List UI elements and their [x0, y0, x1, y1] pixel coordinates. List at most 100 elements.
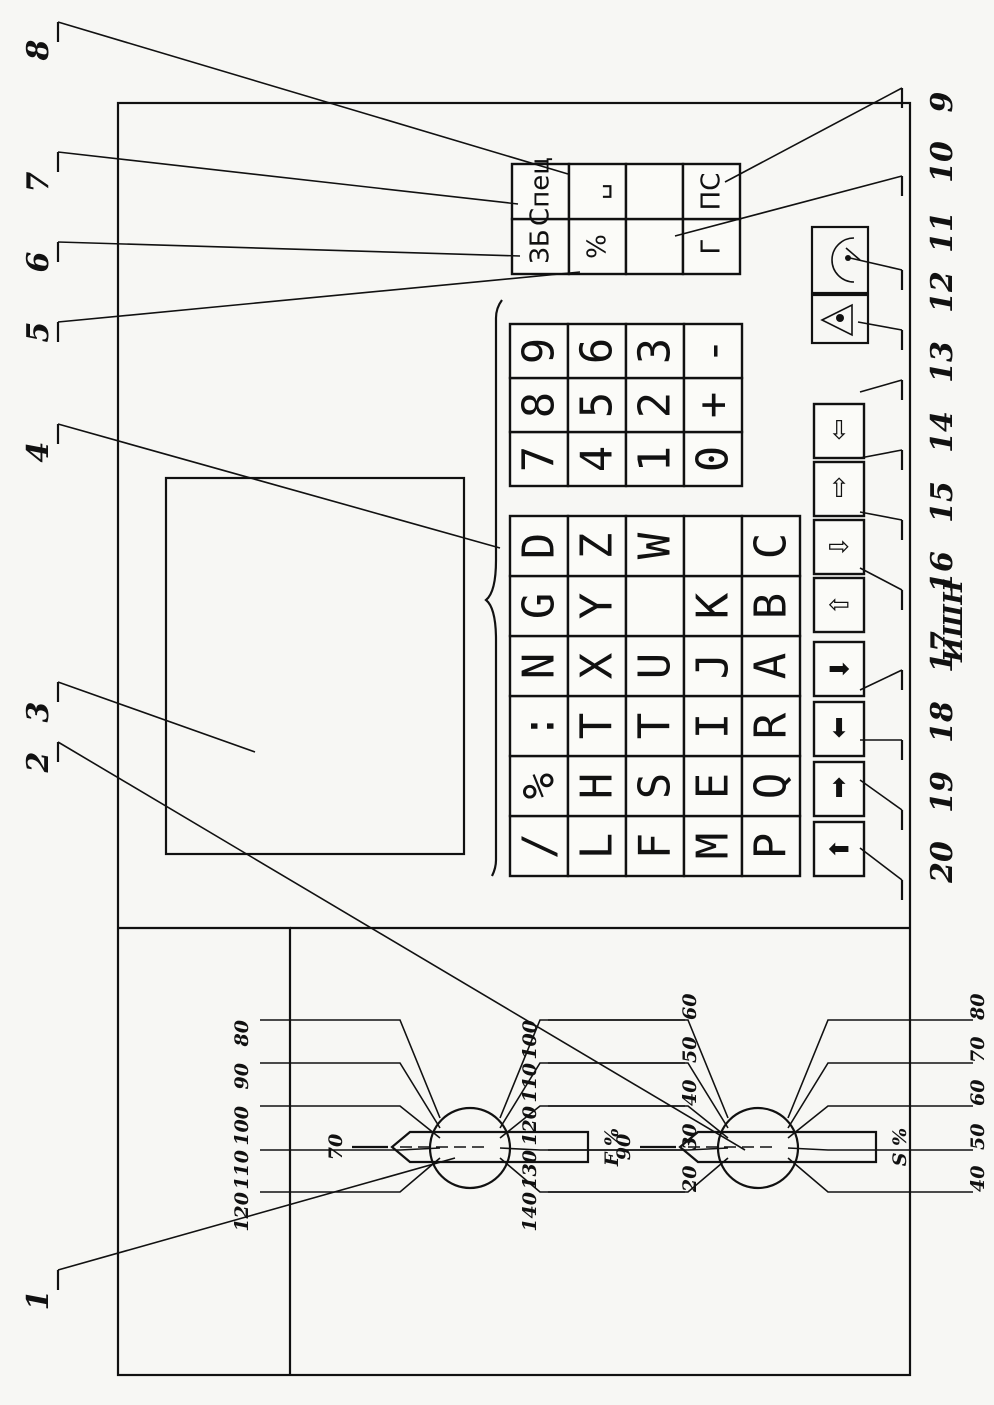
key[interactable] — [508, 814, 570, 878]
key-label: F — [630, 833, 681, 860]
arrow-icon: ⇩ — [828, 416, 850, 446]
dial-upper-value: 120 — [519, 1106, 541, 1146]
arrow-key[interactable] — [812, 820, 866, 878]
key[interactable] — [740, 754, 802, 818]
callout-leader — [57, 741, 746, 1151]
arrow-key[interactable] — [812, 640, 866, 698]
arrow-key[interactable] — [812, 700, 866, 758]
key[interactable] — [510, 217, 571, 276]
arrow-icon: ⬆ — [828, 774, 850, 804]
callout-number: 10 — [925, 141, 960, 183]
key[interactable] — [682, 430, 744, 488]
key-label: 2 — [630, 392, 681, 419]
key[interactable] — [508, 430, 570, 488]
dial-upper-value: 130 — [519, 1150, 541, 1190]
dial-lower-value: 50 — [967, 1124, 989, 1150]
dial-label: S % — [889, 1128, 911, 1166]
dial-upper-value: 120 — [231, 1192, 253, 1232]
key-label: % — [514, 773, 565, 800]
callout-number: 5 — [21, 322, 56, 343]
key-label: D — [514, 533, 565, 560]
arrow-key[interactable] — [812, 460, 866, 518]
dial-upper-value: 100 — [519, 1020, 541, 1060]
callout-leader — [859, 567, 903, 591]
key-label: 3 — [630, 338, 681, 365]
arrow-key[interactable] — [812, 576, 866, 634]
key[interactable] — [624, 694, 686, 758]
key[interactable] — [624, 754, 686, 818]
key-label: Y — [572, 593, 623, 620]
arrow-key[interactable] — [812, 518, 866, 576]
dial-lower-value: 70 — [967, 1037, 989, 1063]
arrow-key[interactable] — [812, 760, 866, 818]
dial-upper-value: 110 — [519, 1063, 541, 1103]
key-label: S — [630, 773, 681, 800]
key[interactable] — [682, 814, 744, 878]
key-label: 6 — [572, 338, 623, 365]
key-label: Г — [697, 239, 727, 255]
callout-number: 9 — [925, 91, 960, 112]
arrow-key[interactable] — [812, 402, 866, 460]
key[interactable] — [624, 322, 686, 380]
key-label: Q — [746, 773, 797, 800]
key[interactable] — [682, 322, 744, 380]
callout-number: 17 — [925, 631, 960, 673]
callout-number: 14 — [925, 411, 960, 453]
callout-number: 16 — [925, 551, 960, 593]
callout-number: 6 — [21, 251, 56, 272]
key-label: : — [514, 713, 565, 740]
callout-leader — [849, 257, 903, 271]
key[interactable] — [740, 694, 802, 758]
key[interactable] — [682, 514, 744, 578]
key-label: T — [630, 713, 681, 740]
arrow-icon: ⬅ — [828, 834, 850, 864]
display-screen — [164, 476, 466, 856]
panel-outline — [116, 101, 912, 1377]
callout-leader — [57, 241, 521, 257]
key[interactable] — [740, 514, 802, 578]
callout-number: 7 — [21, 171, 56, 192]
key-label: T — [572, 713, 623, 740]
key-label: M — [688, 833, 739, 860]
dial-upper-value: 100 — [231, 1106, 253, 1146]
key[interactable] — [682, 574, 744, 638]
key[interactable] — [624, 162, 685, 221]
dial-lower-value: 60 — [967, 1080, 989, 1106]
key-label: 8 — [514, 392, 565, 419]
key-label: / — [514, 833, 565, 860]
key-label: 9 — [514, 338, 565, 365]
key[interactable] — [510, 162, 571, 221]
key[interactable] — [508, 514, 570, 578]
dial-pointer — [390, 1130, 590, 1164]
key[interactable] — [508, 322, 570, 380]
key[interactable] — [681, 162, 742, 221]
key[interactable] — [624, 574, 686, 638]
dial-knob[interactable] — [716, 1106, 800, 1190]
key[interactable] — [508, 694, 570, 758]
key-label: I — [688, 713, 739, 740]
key[interactable] — [682, 634, 744, 698]
key-label: C — [746, 533, 797, 560]
key[interactable] — [740, 574, 802, 638]
key[interactable] — [566, 376, 628, 434]
arrow-icon: ➡ — [828, 654, 850, 684]
gauge-indicator — [810, 225, 870, 295]
key-label: Спец — [526, 157, 556, 226]
callout-leader — [859, 847, 903, 881]
key[interactable] — [624, 514, 686, 578]
callout-leader — [859, 379, 903, 393]
dial-label: F % — [601, 1128, 623, 1167]
key[interactable] — [508, 634, 570, 698]
key[interactable] — [624, 217, 685, 276]
key[interactable] — [567, 162, 628, 221]
key-label: H — [572, 773, 623, 800]
key[interactable] — [566, 814, 628, 878]
callout-number: 1 — [21, 1290, 56, 1311]
key-label: W — [630, 532, 681, 559]
callout-leader — [859, 511, 903, 521]
dial-knob[interactable] — [428, 1106, 512, 1190]
key[interactable] — [567, 217, 628, 276]
